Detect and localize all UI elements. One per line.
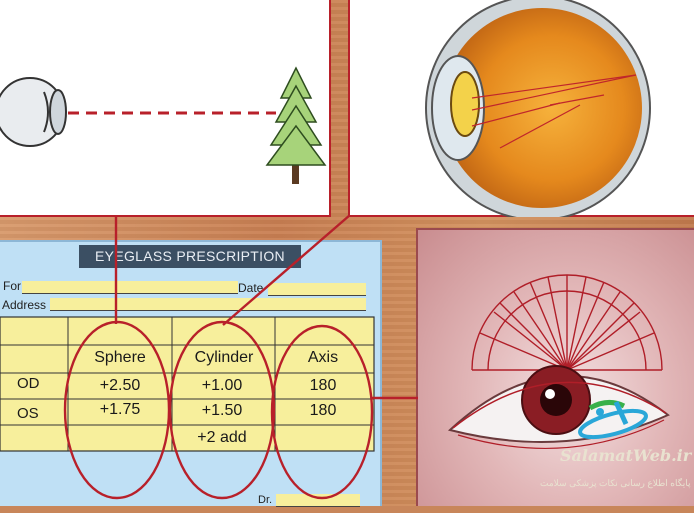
prescription-table-grid: [0, 316, 375, 452]
watermark-subtitle: پایگاه اطلاع رسانی نکات پزشکی سلامت: [540, 478, 691, 488]
eye-icon: [447, 365, 670, 450]
watermark-logo-icon: [578, 400, 648, 440]
ellipse-cylinder: [168, 320, 276, 500]
ellipse-axis: [270, 324, 374, 500]
connector-cylinder: [222, 214, 351, 326]
prescription-title: EYEGLASS PRESCRIPTION: [79, 245, 301, 268]
for-label: For: [3, 279, 21, 293]
date-label: Date: [238, 281, 264, 295]
eyeball-icon: [425, 0, 651, 221]
od-cylinder: +1.00: [201, 377, 243, 394]
os-axis: 180: [309, 402, 337, 419]
od-sphere: +2.50: [99, 377, 141, 394]
doctor-label: Dr.: [258, 494, 273, 506]
row-label-od: OD: [17, 375, 40, 392]
address-label: Address: [2, 298, 47, 312]
panel-eye-tree: [0, 0, 331, 217]
col-header-sphere: Sphere: [94, 349, 146, 366]
panel-eye-keratometer: [416, 228, 694, 506]
watermark-title: SalamatWeb.ir: [560, 446, 692, 465]
tree-icon: [265, 66, 327, 184]
eyeball-drawing: [425, 0, 651, 221]
row-label-os: OS: [17, 405, 39, 422]
for-field: [22, 281, 238, 294]
os-sphere: +1.75: [99, 401, 141, 418]
side-eye-icon: [0, 77, 67, 147]
keratometer-fan: [471, 274, 663, 371]
keratometer-drawing: [447, 274, 670, 450]
eye-tree-drawing: [0, 66, 327, 184]
add-value: +2 add: [197, 429, 247, 446]
ellipse-sphere: [63, 320, 171, 500]
address-field: [50, 298, 366, 311]
os-cylinder: +1.50: [201, 402, 243, 419]
od-axis: 180: [309, 377, 337, 394]
col-header-axis: Axis: [307, 349, 339, 366]
date-field: [268, 283, 366, 296]
col-header-cylinder: Cylinder: [194, 349, 254, 366]
panel-eye-cross-section: [348, 0, 694, 221]
